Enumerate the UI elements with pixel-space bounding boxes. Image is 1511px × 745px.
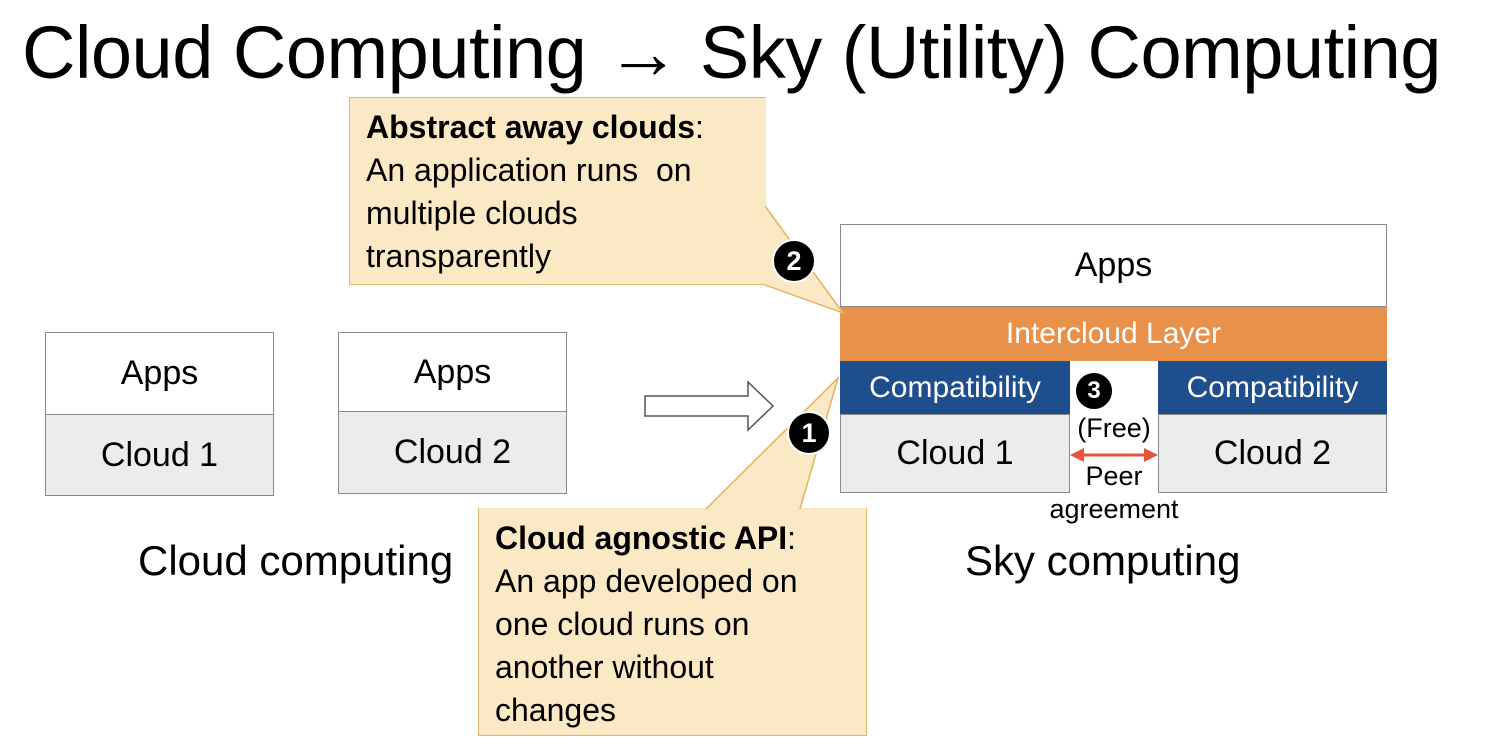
- abstract-callout-line1: An application runs on: [366, 152, 692, 188]
- api-callout-line3: another without: [495, 649, 714, 685]
- cloud-computing-caption: Cloud computing: [138, 537, 454, 584]
- abstract-callout-heading: Abstract away clouds: [366, 109, 695, 145]
- abstract-callout-line3: transparently: [366, 238, 551, 274]
- abstract-clouds-callout: Abstract away clouds: An application run…: [349, 97, 766, 285]
- transition-arrow-icon: [644, 380, 775, 432]
- sky-computing-caption: Sky computing: [965, 537, 1241, 584]
- badge-3: 3: [1074, 371, 1114, 411]
- cloud1-apps-box: Apps: [45, 332, 274, 415]
- cloud1-box: Cloud 1: [45, 414, 274, 496]
- compatibility-right: Compatibility: [1158, 361, 1387, 414]
- api-callout-heading: Cloud agnostic API: [495, 520, 788, 556]
- compatibility-left: Compatibility: [840, 361, 1070, 414]
- badge-2: 2: [772, 239, 816, 283]
- cloud2-box: Cloud 2: [338, 411, 567, 494]
- intercloud-layer: Intercloud Layer: [840, 307, 1387, 361]
- api-callout-line4: changes: [495, 692, 616, 728]
- peering-agreement-label: agreement: [1049, 494, 1179, 524]
- cloud-agnostic-api-callout: Cloud agnostic API: An app developed on …: [478, 508, 867, 736]
- peering-peer-label: Peer: [1085, 461, 1143, 491]
- abstract-callout-line2: multiple clouds: [366, 195, 578, 231]
- api-callout-line1: An app developed on: [495, 563, 798, 599]
- peering-free-label: (Free): [1077, 413, 1151, 443]
- api-callout-line2: one cloud runs on: [495, 606, 750, 642]
- sky-cloud1-box: Cloud 1: [840, 414, 1070, 493]
- sky-cloud2-box: Cloud 2: [1158, 414, 1387, 493]
- slide-title: Cloud Computing → Sky (Utility) Computin…: [22, 11, 1441, 94]
- cloud2-apps-box: Apps: [338, 332, 567, 412]
- peering-arrow-icon: [1070, 448, 1158, 462]
- sky-apps-box: Apps: [840, 224, 1387, 307]
- badge-1: 1: [787, 411, 831, 455]
